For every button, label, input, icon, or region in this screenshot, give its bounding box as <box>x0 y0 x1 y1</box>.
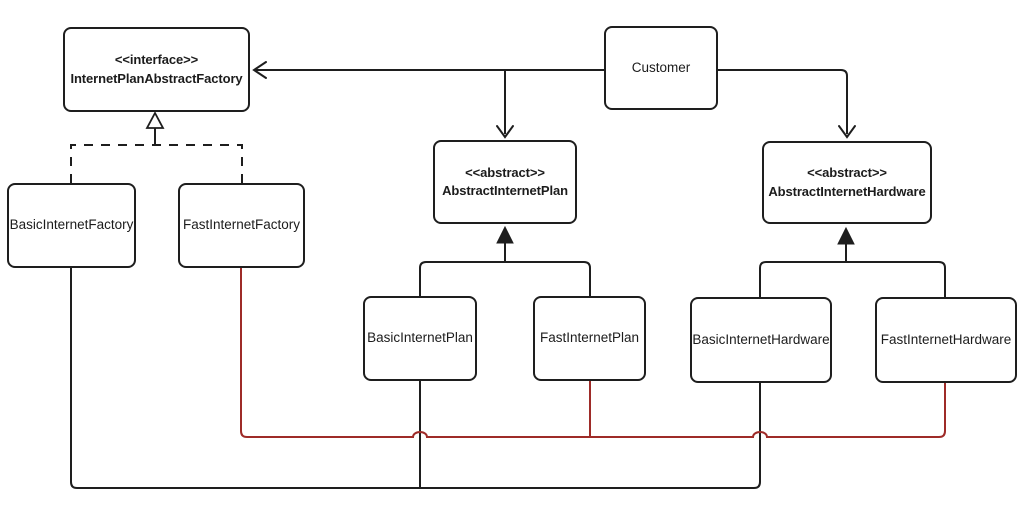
edge-realization-dashed <box>70 144 243 183</box>
arrowhead-filled-triangle-icon <box>496 225 514 244</box>
arrowhead-open-down-icon <box>496 125 514 139</box>
node-label: Customer <box>631 59 691 75</box>
node-abstract-internet-hardware[interactable]: <<abstract>> AbstractInternetHardware <box>762 141 932 224</box>
node-label: BasicInternetHardware <box>692 331 830 347</box>
stereotype-label: <<abstract>> <box>465 164 545 180</box>
node-fast-internet-plan[interactable]: FastInternetPlan <box>533 296 646 381</box>
node-fast-internet-hardware[interactable]: FastInternetHardware <box>875 297 1017 383</box>
node-customer[interactable]: Customer <box>604 26 718 110</box>
node-label: FastInternetHardware <box>880 331 1012 347</box>
stereotype-label: <<interface>> <box>114 52 199 68</box>
edge-basic-factory-link <box>70 268 761 489</box>
edge-plan-generalization-bracket <box>419 261 591 296</box>
edge-customer-to-abstract-hardware <box>718 69 848 134</box>
node-label: BasicInternetFactory <box>9 217 134 233</box>
node-internet-plan-abstract-factory[interactable]: <<interface>> InternetPlanAbstractFactor… <box>63 27 250 112</box>
arrowhead-hollow-triangle-icon <box>145 111 165 129</box>
stereotype-label: <<abstract>> <box>807 165 887 181</box>
node-basic-internet-hardware[interactable]: BasicInternetHardware <box>690 297 832 383</box>
node-label: FastInternetFactory <box>182 217 301 233</box>
node-label: AbstractInternetHardware <box>768 183 926 199</box>
node-basic-internet-plan[interactable]: BasicInternetPlan <box>363 296 477 381</box>
arrowhead-open-down-icon <box>838 125 856 139</box>
node-fast-internet-factory[interactable]: FastInternetFactory <box>178 183 305 268</box>
edge-hardware-generalization-bracket <box>759 261 946 297</box>
arrowhead-open-left-icon <box>252 61 267 79</box>
node-label: BasicInternetPlan <box>367 330 473 346</box>
node-label: InternetPlanAbstractFactory <box>70 70 243 86</box>
node-label: AbstractInternetPlan <box>442 183 568 198</box>
node-label: FastInternetPlan <box>539 330 640 346</box>
node-basic-internet-factory[interactable]: BasicInternetFactory <box>7 183 136 268</box>
arrowhead-filled-triangle-icon <box>837 226 855 245</box>
node-abstract-internet-plan[interactable]: <<abstract>> AbstractInternetPlan <box>433 140 577 224</box>
